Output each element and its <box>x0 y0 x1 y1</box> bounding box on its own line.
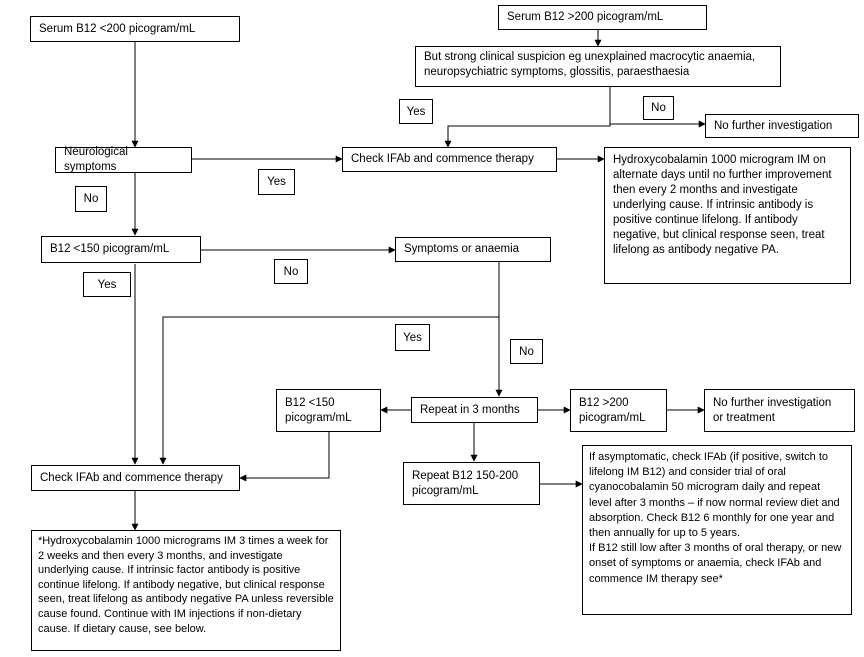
hydroxycobalamin-3-times-week-box: *Hydroxycobalamin 1000 micrograms IM 3 t… <box>31 530 341 651</box>
asymptomatic-guidance-box: If asymptomatic, check IFAb (if positive… <box>582 445 852 615</box>
serum-b12-high-text: Serum B12 >200 picogram/mL <box>507 11 664 23</box>
check-ifab-box-top: Check IFAb and commence therapy <box>342 147 557 172</box>
yes-neuro-text: Yes <box>267 176 286 188</box>
repeat-3-months-box: Repeat in 3 months <box>411 397 538 423</box>
check-ifab-bottom-text: Check IFAb and commence therapy <box>40 471 223 484</box>
yes-label-symptoms: Yes <box>395 324 430 351</box>
serum-b12-low-box: Serum B12 <200 picogram/mL <box>30 16 240 42</box>
b12-above-200-box: B12 >200 picogram/mL <box>570 389 667 432</box>
yes-label-b12: Yes <box>83 272 131 297</box>
b12-below-150-box: B12 <150 picogram/mL <box>41 236 201 263</box>
no-label-b12: No <box>274 259 308 284</box>
symptoms-or-anaemia-text: Symptoms or anaemia <box>404 243 520 255</box>
serum-b12-low-text: Serum B12 <200 picogram/mL <box>39 22 196 35</box>
no-b12-text: No <box>283 265 299 278</box>
no-further-investigation-treatment-box: No further investigation or treatment <box>704 389 855 432</box>
neurological-symptoms-box: Neurological symptoms <box>55 146 192 173</box>
neurological-symptoms-text: Neurological symptoms <box>64 146 128 173</box>
yes-label-suspicion: Yes <box>399 99 433 124</box>
b12-below-150-text: B12 <150 picogram/mL <box>50 243 170 255</box>
yes-suspicion-text: Yes <box>406 105 426 118</box>
no-symptoms-text: No <box>519 345 534 358</box>
repeat-b12-150-200-box: Repeat B12 150-200 picogram/mL <box>403 462 540 505</box>
no-further-investigation-text: No further investigation <box>714 119 833 132</box>
check-ifab-top-text: Check IFAb and commence therapy <box>351 153 534 165</box>
yes-symptoms-text: Yes <box>403 331 422 344</box>
hydroxycobalamin-alternate-days-box: Hydroxycobalamin 1000 microgram IM on al… <box>604 147 851 284</box>
no-label-suspicion: No <box>643 96 674 120</box>
symptoms-or-anaemia-box: Symptoms or anaemia <box>395 237 551 262</box>
yes-label-neuro: Yes <box>258 169 295 195</box>
b12-below-150-repeat-box: B12 <150 picogram/mL <box>276 389 381 432</box>
no-further-investigation-box: No further investigation <box>705 114 859 138</box>
check-ifab-box-bottom: Check IFAb and commence therapy <box>31 465 240 491</box>
serum-b12-high-box: Serum B12 >200 picogram/mL <box>498 5 707 30</box>
no-label-symptoms: No <box>510 339 543 364</box>
repeat-3-months-text: Repeat in 3 months <box>420 403 520 416</box>
no-neuro-text: No <box>83 193 99 205</box>
no-suspicion-text: No <box>651 102 666 114</box>
no-label-neuro: No <box>75 186 107 212</box>
yes-b12-text: Yes <box>97 278 117 291</box>
clinical-suspicion-box: But strong clinical suspicion eg unexpla… <box>415 46 781 87</box>
